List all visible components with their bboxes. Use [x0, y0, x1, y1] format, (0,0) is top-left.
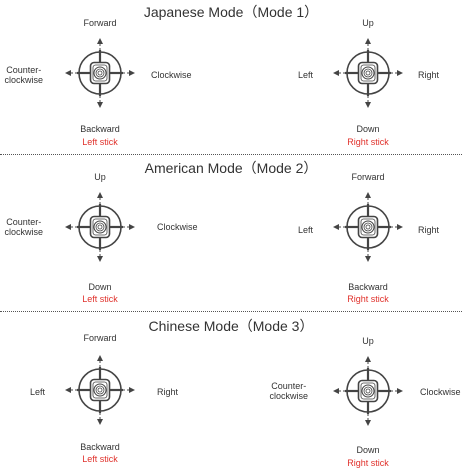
mode-1-right-up-label: Up — [362, 18, 374, 28]
stick-thumb-center — [365, 388, 371, 394]
arrow-left-icon — [65, 387, 71, 393]
mode-1-right-left-label: Left — [297, 70, 313, 80]
mode-3-title: Chinese Mode（Mode 3） — [148, 318, 314, 334]
mode-2-left-stick — [65, 192, 135, 262]
stick-thumb-center — [97, 387, 103, 393]
mode-2-left-caption: Left stick — [82, 294, 118, 304]
arrow-up-icon — [365, 356, 371, 362]
mode-2-right-down-label: Backward — [348, 282, 388, 292]
arrow-right-icon — [397, 388, 403, 394]
arrow-left-icon — [65, 224, 71, 230]
mode-1-right-caption: Right stick — [347, 137, 389, 147]
mode-1-left-stick — [65, 38, 135, 108]
stick-thumb-ring — [95, 385, 105, 395]
stick-gimbal-inner — [92, 64, 108, 82]
mode-2-right-stick — [333, 192, 403, 262]
stick-thumb-ring — [95, 222, 105, 232]
mode-3-right-right-label: Clockwise — [420, 387, 461, 397]
stick-thumb-center — [97, 70, 103, 76]
mode-2-left-down-label: Down — [88, 282, 112, 292]
arrow-down-icon — [365, 420, 371, 426]
mode-3-left-stick — [65, 355, 135, 425]
arrow-down-icon — [97, 102, 103, 108]
arrow-right-icon — [397, 70, 403, 76]
mode-3-right-caption: Right stick — [347, 458, 389, 468]
mode-2-right-caption: Right stick — [347, 294, 389, 304]
stick-gimbal-inner — [360, 64, 376, 82]
mode-1-left-caption: Left stick — [82, 137, 118, 147]
arrow-down-icon — [365, 102, 371, 108]
separator-1 — [0, 154, 462, 155]
mode-1-left-down-label: Backward — [80, 124, 120, 134]
stick-thumb-center — [97, 224, 103, 230]
arrow-up-icon — [97, 192, 103, 198]
arrow-up-icon — [97, 355, 103, 361]
mode-1-left-left-label: Counter- clockwise — [4, 65, 43, 85]
mode-2-left-up-label: Up — [94, 172, 106, 182]
stick-thumb-ring — [363, 68, 373, 78]
stick-gimbal-inner — [92, 381, 108, 399]
arrow-left-icon — [333, 224, 339, 230]
mode-3-left-down-label: Backward — [80, 442, 120, 452]
arrow-right-icon — [129, 224, 135, 230]
stick-thumb-ring — [363, 386, 373, 396]
mode-2-left-right-label: Clockwise — [157, 222, 198, 232]
mode-2-left-left-label: Counter- clockwise — [4, 217, 43, 237]
stick-thumb-center — [365, 224, 371, 230]
stick-thumb-ring — [363, 222, 373, 232]
arrow-right-icon — [129, 70, 135, 76]
mode-1-title: Japanese Mode（Mode 1） — [143, 4, 319, 20]
mode-1-left-up-label: Forward — [83, 18, 117, 28]
arrow-left-icon — [65, 70, 71, 76]
mode-3-right-up-label: Up — [362, 336, 374, 346]
arrow-down-icon — [97, 256, 103, 262]
mode-1-right-stick — [333, 38, 403, 108]
arrow-right-icon — [397, 224, 403, 230]
mode-3-left-right-label: Right — [157, 387, 179, 397]
mode-3-left-caption: Left stick — [82, 454, 118, 464]
mode-2-right-left-label: Left — [297, 225, 313, 235]
mode-2-right-right-label: Right — [418, 225, 440, 235]
arrow-down-icon — [97, 419, 103, 425]
mode-1-right-down-label: Down — [356, 124, 380, 134]
mode-3-left-up-label: Forward — [83, 333, 117, 343]
arrow-right-icon — [129, 387, 135, 393]
arrow-up-icon — [97, 38, 103, 44]
mode-1-left-right-label: Clockwise — [151, 70, 192, 80]
mode-3-right-stick — [333, 356, 403, 426]
stick-gimbal-inner — [360, 218, 376, 236]
mode-3-right-left-label: Counter- clockwise — [269, 381, 308, 401]
arrow-up-icon — [365, 38, 371, 44]
stick-gimbal-inner — [92, 218, 108, 236]
mode-1-right-right-label: Right — [418, 70, 440, 80]
stick-thumb-ring — [95, 68, 105, 78]
separator-2 — [0, 311, 462, 312]
mode-2-right-up-label: Forward — [351, 172, 385, 182]
stick-gimbal-inner — [360, 382, 376, 400]
mode-3-right-down-label: Down — [356, 445, 380, 455]
mode-3-left-left-label: Left — [29, 387, 45, 397]
arrow-left-icon — [333, 70, 339, 76]
mode-2-title: American Mode（Mode 2） — [144, 160, 318, 176]
arrow-up-icon — [365, 192, 371, 198]
arrow-left-icon — [333, 388, 339, 394]
stick-thumb-center — [365, 70, 371, 76]
arrow-down-icon — [365, 256, 371, 262]
